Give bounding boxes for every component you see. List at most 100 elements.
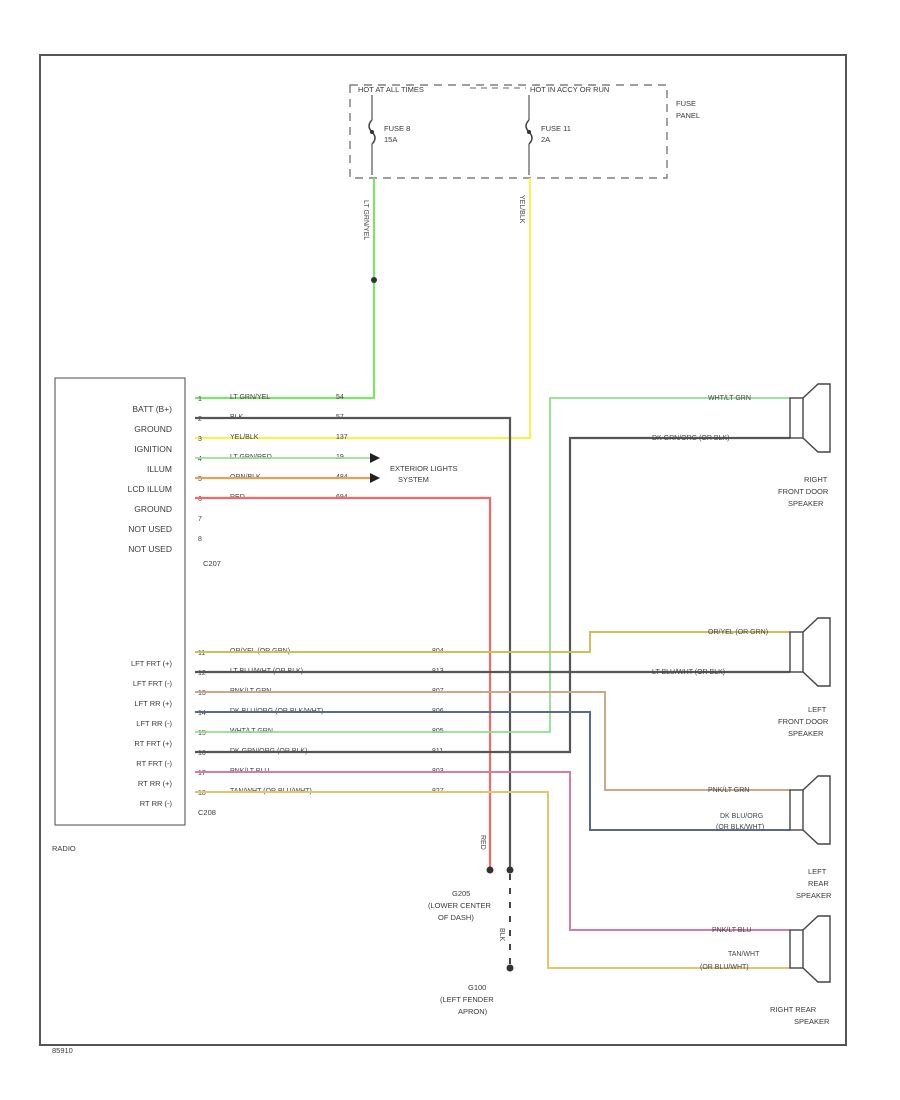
fuse-8-rating: 15A — [384, 135, 397, 144]
rf-pos-label: WHT/LT GRN — [708, 395, 751, 402]
speaker-cone-icon — [802, 775, 831, 845]
arrow-lcd-illum — [370, 473, 380, 483]
lr-neg-label-2: (OR BLK/WHT) — [716, 824, 764, 831]
ground-g205-line2: OF DASH) — [438, 913, 474, 922]
radio-pin-label: NOT USED — [128, 544, 172, 554]
fuse-header-right: HOT IN ACCY OR RUN — [530, 85, 609, 94]
fuse-11-label: FUSE 11 — [541, 124, 571, 133]
fuse-11-rating: 2A — [541, 135, 550, 144]
fuse-panel-box — [349, 84, 668, 179]
speaker-cone-icon — [802, 617, 831, 687]
rf-neg-label: DK GRN/ORG (OR BLK) — [652, 435, 729, 442]
radio-pin-label: IGNITION — [134, 444, 172, 454]
fuse-panel: HOT AT ALL TIMES HOT IN ACCY OR RUN FUSE… — [349, 84, 700, 179]
fuse-panel-label-1: FUSE — [676, 99, 696, 108]
speakers: RIGHT FRONT DOOR SPEAKER LEFT FRONT DOOR… — [770, 383, 832, 1026]
speaker-wires — [195, 397, 790, 969]
speaker-right-front: RIGHT FRONT DOOR SPEAKER — [778, 383, 831, 508]
rr-pos-label: PNK/LT BLU — [712, 927, 751, 934]
wire-pin-number: 17 — [198, 770, 206, 777]
wire-circuit-number: 137 — [336, 434, 348, 441]
diagram-frame — [39, 54, 847, 1046]
speaker-left-rear: LEFT REAR SPEAKER — [789, 775, 832, 900]
wire-fuse8-to-radio — [195, 178, 376, 400]
footer-id: 85910 — [52, 1046, 73, 1055]
wire-rf-neg — [195, 436, 790, 754]
wire-pin-number: 4 — [198, 456, 202, 463]
speaker-lf-name-1: LEFT — [808, 705, 827, 714]
speaker-lr-name-3: SPEAKER — [796, 891, 832, 900]
lf-pos-label: OR/YEL (OR GRN) — [708, 629, 768, 636]
radio-pin-label: GROUND — [134, 424, 172, 434]
speaker-icon — [789, 631, 804, 673]
wire-ground-blk — [195, 416, 512, 870]
rr-neg-label-1: TAN/WHT — [728, 951, 760, 958]
wire-pin-number: 2 — [198, 416, 202, 423]
radio-pin-label: NOT USED — [128, 524, 172, 534]
speaker-right-rear: RIGHT REAR SPEAKER — [770, 915, 831, 1026]
wire-fuse11-to-radio — [195, 178, 532, 440]
radio-unit: RADIO C207 C208 — [52, 377, 221, 853]
speaker-wire-labels: WHT/LT GRN DK GRN/ORG (OR BLK) OR/YEL (O… — [652, 395, 768, 971]
speaker-rf-name-1: RIGHT — [804, 475, 828, 484]
speaker-rr-name-1: RIGHT REAR — [770, 1005, 817, 1014]
fuse-panel-label-2: PANEL — [676, 111, 700, 120]
radio-pin-label: ILLUM — [147, 464, 172, 474]
radio-box — [54, 377, 186, 826]
connector-c208: C208 — [198, 808, 216, 817]
rr-neg-label-2: (OR BLU/WHT) — [700, 964, 749, 971]
wire-pin-number: 3 — [198, 436, 202, 443]
wire-rr-pos — [195, 771, 790, 931]
speaker-cone-icon — [802, 915, 831, 983]
radio-pin-label: RT RR (-) — [140, 799, 173, 808]
ground-g100-id: G100 — [468, 983, 486, 992]
wire-label-lt-grn-yel: LT GRN/YEL — [362, 200, 369, 240]
wire-pin-number: 1 — [198, 396, 202, 403]
connector-c207: C207 — [203, 559, 221, 568]
radio-pin-label: RT FRT (-) — [136, 759, 172, 768]
speaker-lf-name-2: FRONT DOOR — [778, 717, 829, 726]
wire-pin-number: 7 — [198, 516, 202, 523]
wire-pin-number: 11 — [198, 650, 205, 657]
splice-point — [371, 277, 377, 283]
speaker-lr-name-1: LEFT — [808, 867, 827, 876]
wire-pin-number: 18 — [198, 790, 206, 797]
speaker-icon — [789, 397, 804, 439]
radio-pin-label: GROUND — [134, 504, 172, 514]
speaker-rf-name-2: FRONT DOOR — [778, 487, 829, 496]
top-connector-wires: EXTERIOR LIGHTS SYSTEM — [195, 416, 512, 870]
ground-g205-id: G205 — [452, 889, 470, 898]
wire-label-yel-blk: YEL/BLK — [518, 195, 525, 224]
wire-color-label: LT GRN/YEL — [230, 394, 270, 401]
ground-g100-line1: (LEFT FENDER — [440, 995, 494, 1004]
fuse-8-label: FUSE 8 — [384, 124, 410, 133]
lf-neg-label: LT BLU/WHT (OR BLK) — [652, 669, 725, 676]
speaker-cone-icon — [802, 383, 831, 453]
radio-pin-label: RT RR (+) — [138, 779, 173, 788]
ground-g100-point — [506, 964, 514, 972]
wire-pin-number: 15 — [198, 730, 206, 737]
ground-g100-line2: APRON) — [458, 1007, 488, 1016]
ground-blk-label: BLK — [498, 928, 505, 942]
radio-pin-label: LFT RR (-) — [136, 719, 172, 728]
speaker-rf-name-3: SPEAKER — [788, 499, 824, 508]
lr-pos-label: PNK/LT GRN — [708, 787, 749, 794]
wire-red-ground — [195, 496, 492, 870]
wire-pin-number: 8 — [198, 536, 202, 543]
wire-rf-pos — [195, 397, 790, 733]
exterior-lights-label-1: EXTERIOR LIGHTS — [390, 464, 458, 473]
wire-pin-number: 13 — [198, 690, 206, 697]
speaker-lr-name-2: REAR — [808, 879, 829, 888]
exterior-lights-label-2: SYSTEM — [398, 475, 429, 484]
lr-neg-label-1: DK BLU/ORG — [720, 813, 763, 820]
speaker-left-front: LEFT FRONT DOOR SPEAKER — [778, 617, 831, 738]
wire-pin-number: 14 — [198, 710, 206, 717]
wire-pin-number: 5 — [198, 476, 202, 483]
speaker-icon — [789, 789, 804, 831]
radio-pin-label: LCD ILLUM — [128, 484, 172, 494]
wire-lr-pos — [195, 691, 790, 791]
radio-label: RADIO — [52, 844, 76, 853]
